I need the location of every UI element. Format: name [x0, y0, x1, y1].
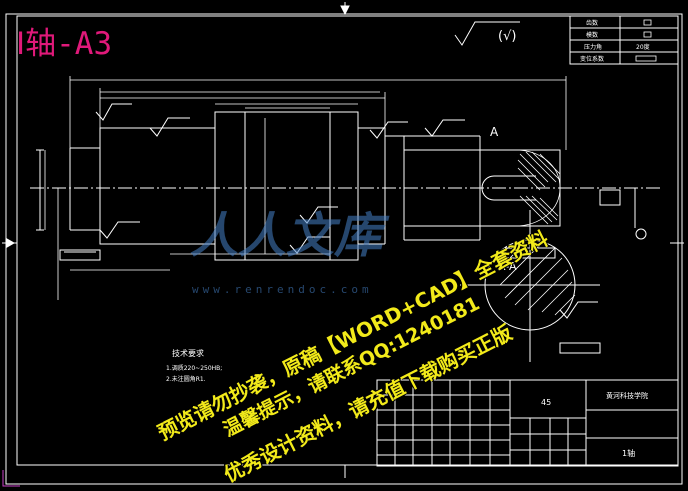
datum-symbol: [635, 228, 647, 240]
param-label-teeth: 齿数: [586, 19, 598, 27]
tech-requirements-heading: 技术要求: [172, 348, 204, 358]
dimension-lines: [44, 76, 567, 300]
param-label-pressure-angle: 压力角: [584, 43, 602, 51]
tech-requirement-item-1: 1.调质220~250HB;: [166, 364, 222, 372]
section-label-a: A: [490, 125, 499, 139]
section-view-label: A-A: [498, 260, 517, 273]
inner-frame: [16, 15, 679, 466]
tech-requirement-item-2: 2.未注圆角R1.: [166, 375, 206, 383]
tolerance-frame-left: [59, 249, 101, 261]
outer-frame: [5, 13, 683, 485]
param-value-pressure-angle: 20度: [636, 43, 650, 51]
roughness-marks: [95, 21, 598, 319]
param-label-module: 模数: [586, 31, 598, 39]
param-table-text: 齿数 模数 压力角 20度 变位系数: [580, 19, 650, 63]
watermark-logo: 人人文库: [190, 208, 383, 264]
hatching: [493, 149, 576, 316]
title-block-school: 黄河科技学院: [606, 391, 648, 400]
section-view: [460, 210, 600, 362]
title-block: [376, 379, 679, 467]
param-table: [569, 15, 679, 65]
watermark-url: www.renrendoc.com: [192, 283, 373, 296]
param-label-shift: 变位系数: [580, 55, 604, 63]
title-block-material: 45: [541, 398, 551, 407]
dim-diameter-left: [36, 149, 44, 231]
tolerance-frame-right: [559, 342, 601, 354]
ucs-axis-icon: [2, 470, 20, 487]
title-block-part-name: 1轴: [622, 448, 635, 458]
drawing-title: Ⅰ轴-A3: [16, 26, 113, 62]
roughness-general-symbol: (√): [498, 29, 516, 44]
detail-marks-right: [599, 188, 636, 228]
